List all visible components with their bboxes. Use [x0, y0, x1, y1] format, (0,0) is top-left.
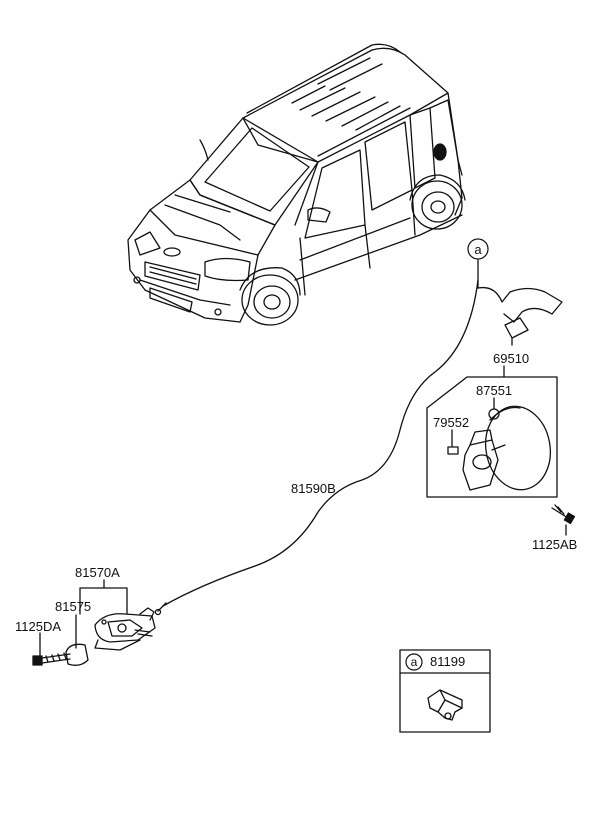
callout-circle-clip: a	[405, 653, 423, 671]
spring-part	[488, 397, 500, 420]
cable-clip-box	[399, 649, 491, 733]
release-cable-line	[162, 279, 479, 607]
label-fuel-door-bumper: 79552	[433, 415, 470, 430]
lever-cover	[65, 643, 89, 666]
label-lever-cover: 81575	[55, 599, 92, 614]
callout-letter-clip: a	[411, 655, 418, 669]
bolt-1125ab	[551, 504, 576, 536]
callout-letter-cable: a	[474, 242, 482, 257]
lever-bracket-lines	[79, 587, 128, 615]
bolt-1125da	[32, 632, 71, 666]
callout-circle-cable: a	[467, 238, 489, 260]
fuel-door-lid	[485, 405, 551, 491]
label-cable-clip: 81199	[430, 654, 466, 669]
release-lever-assembly	[94, 607, 156, 651]
fuel-door-box	[426, 376, 558, 498]
fuel-door-hinge	[462, 429, 506, 491]
label-fuel-door-spring: 87551	[476, 383, 513, 398]
cable-clip-part	[427, 689, 463, 721]
label-lever-bolt: 1125DA	[15, 619, 62, 634]
label-release-cable: 81590B	[291, 481, 336, 496]
vehicle-illustration	[127, 43, 466, 326]
label-fuel-door-assembly: 69510	[493, 351, 530, 366]
label-release-lever-assembly: 81570A	[75, 565, 120, 580]
cable-end-bracket	[477, 286, 563, 323]
label-fuel-door-bolt: 1125AB	[532, 537, 578, 552]
bumper-part	[447, 429, 459, 455]
